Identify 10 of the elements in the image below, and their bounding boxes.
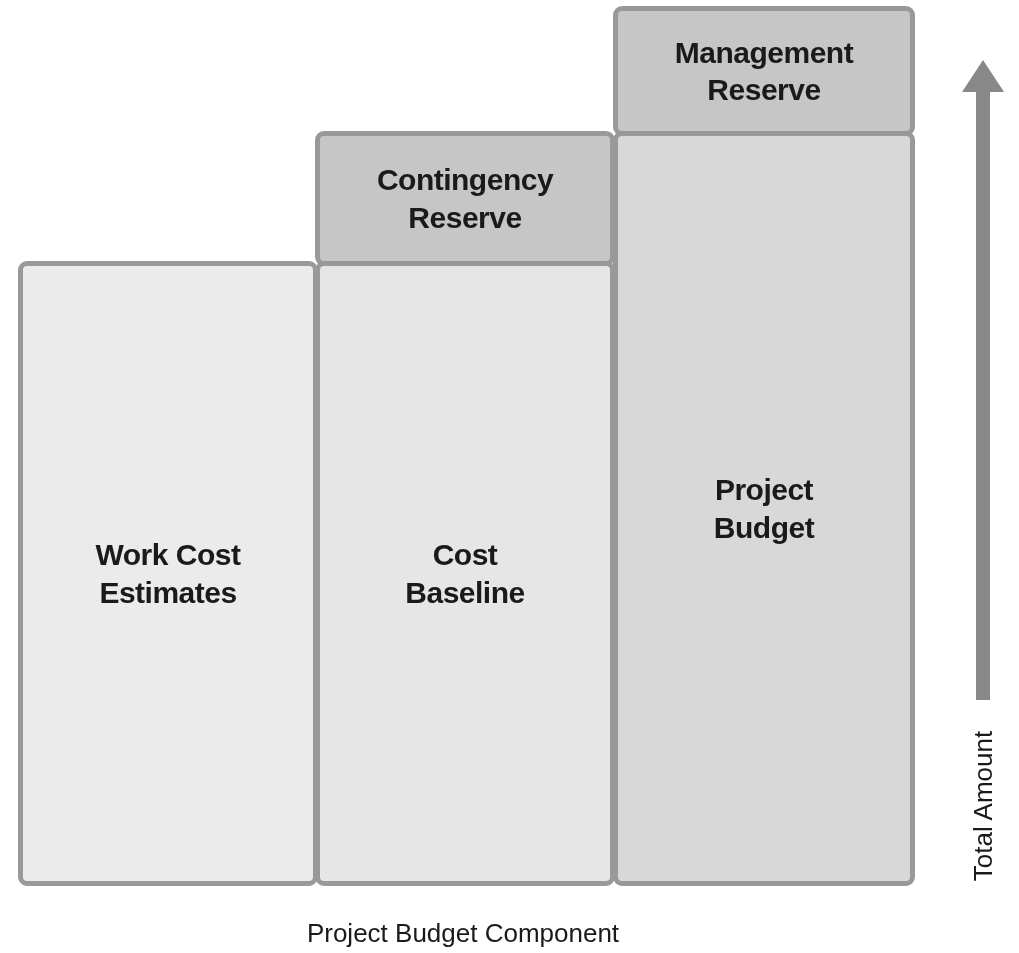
block-label: Management Reserve	[673, 34, 855, 108]
block-label: Contingency Reserve	[375, 162, 555, 236]
block-label: Work Cost Estimates	[94, 537, 242, 611]
block-label: Cost Baseline	[404, 537, 526, 611]
axis-label: Project Budget Component	[306, 917, 620, 949]
budget-block	[613, 6, 915, 136]
budget-block	[18, 261, 318, 886]
axis-label: Total Amount	[967, 730, 999, 882]
budget-block	[315, 131, 615, 266]
block-label: Project Budget	[712, 472, 816, 546]
